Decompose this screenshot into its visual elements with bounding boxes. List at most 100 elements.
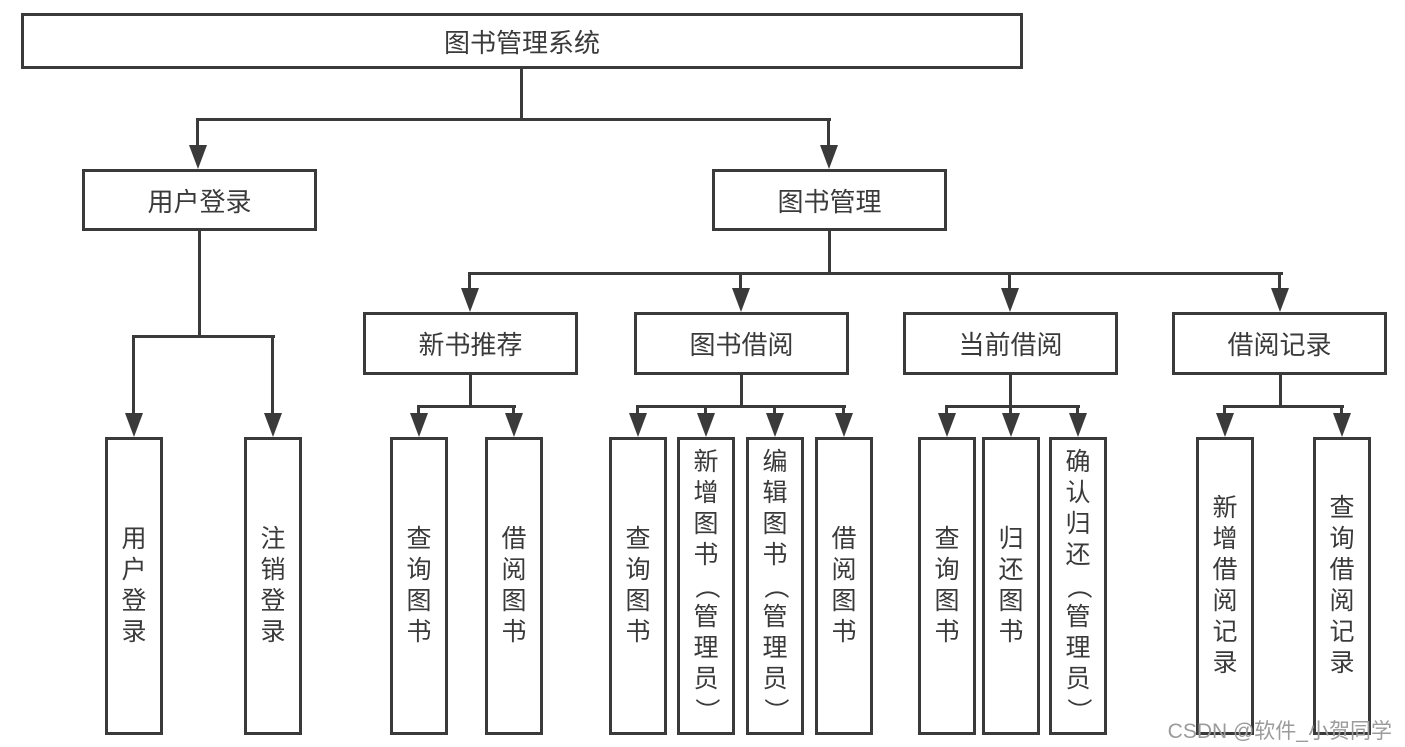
vertical-char: 书 — [406, 618, 432, 646]
vertical-char: 登 — [121, 587, 147, 615]
node-book-borrow-label: 图书借阅 — [689, 330, 794, 360]
stem-book-management — [828, 231, 831, 272]
node-current-borrow-label: 当前借阅 — [958, 330, 1063, 360]
rail-borrow-children — [636, 405, 846, 408]
leaf-query-books-current: 查询图书 — [918, 437, 976, 735]
rail-user-login-children — [132, 335, 275, 338]
stem-root — [520, 69, 523, 118]
arrow-to-book-borrow — [732, 272, 750, 312]
vertical-char: 查 — [934, 525, 960, 553]
node-new-book-recommend-label: 新书推荐 — [418, 330, 523, 360]
vertical-char: 图 — [501, 587, 527, 615]
vertical-char: 归 — [1065, 509, 1091, 538]
vertical-char: 阅 — [831, 556, 857, 584]
vertical-char: （ — [692, 573, 721, 599]
arrow-to-leaf-query-borrow-record — [1333, 405, 1351, 437]
rail-level2 — [196, 118, 831, 121]
node-book-management-label: 图书管理 — [777, 186, 882, 217]
leaf-query-books-recommend: 查询图书 — [390, 437, 448, 735]
vertical-char: 员 — [1065, 664, 1091, 693]
leaf-borrow-books-recommend: 借阅图书 — [485, 437, 543, 735]
rail-records-children — [1223, 405, 1344, 408]
arrow-to-book-management — [820, 118, 838, 169]
leaf-confirm-return-admin: 确认归还（管理员） — [1049, 437, 1107, 735]
vertical-char: 询 — [1329, 525, 1355, 553]
vertical-char: 新 — [693, 447, 719, 476]
node-user-login: 用户登录 — [82, 169, 317, 231]
node-book-management: 图书管理 — [712, 169, 947, 231]
arrow-to-leaf-add-book-admin — [697, 405, 715, 437]
vertical-char: 用 — [121, 525, 147, 553]
vertical-char: 注 — [260, 525, 286, 553]
vertical-char: 管 — [693, 602, 719, 631]
vertical-char: （ — [1064, 573, 1093, 599]
vertical-char: 借 — [1329, 556, 1355, 584]
arrow-to-leaf-add-borrow-record — [1216, 405, 1234, 437]
leaf-return-book: 归还图书 — [982, 437, 1040, 735]
leaf-query-borrow-record: 查询借阅记录 — [1313, 437, 1371, 735]
vertical-char: 录 — [260, 618, 286, 646]
vertical-char: 图 — [406, 587, 432, 615]
vertical-char: 图 — [762, 509, 788, 538]
vertical-char: 查 — [406, 525, 432, 553]
vertical-char: 图 — [693, 509, 719, 538]
node-library-system: 图书管理系统 — [21, 13, 1023, 69]
vertical-char: 记 — [1329, 618, 1355, 646]
leaf-edit-book-admin: 编辑图书（管理员） — [746, 437, 804, 735]
vertical-char: 书 — [501, 618, 527, 646]
vertical-char: 阅 — [1329, 587, 1355, 615]
arrow-to-leaf-query-books-current — [938, 405, 956, 437]
vertical-char: 录 — [1212, 649, 1238, 677]
vertical-char: 新 — [1212, 494, 1238, 522]
vertical-char: 阅 — [1212, 587, 1238, 615]
stem-new-book-recommend — [469, 375, 472, 405]
vertical-char: 理 — [1065, 633, 1091, 662]
leaf-add-book-admin: 新增图书（管理员） — [677, 437, 735, 735]
vertical-char: 借 — [1212, 556, 1238, 584]
stem-book-borrow — [740, 375, 743, 405]
vertical-char: ） — [761, 697, 790, 723]
node-borrow-records: 借阅记录 — [1172, 312, 1387, 375]
vertical-char: 销 — [260, 556, 286, 584]
vertical-char: 员 — [693, 664, 719, 693]
vertical-char: 登 — [260, 587, 286, 615]
vertical-char: 图 — [998, 587, 1024, 615]
arrow-to-leaf-user-login — [125, 335, 143, 437]
node-user-login-label: 用户登录 — [147, 186, 252, 217]
vertical-char: 书 — [831, 618, 857, 646]
node-current-borrow: 当前借阅 — [903, 312, 1118, 375]
vertical-char: 阅 — [501, 556, 527, 584]
arrow-to-current-borrow — [1001, 272, 1019, 312]
arrow-to-leaf-confirm-return-admin — [1069, 405, 1087, 437]
vertical-char: 借 — [501, 525, 527, 553]
stem-borrow-records — [1279, 375, 1282, 405]
vertical-char: 还 — [1065, 540, 1091, 569]
vertical-char: 借 — [831, 525, 857, 553]
leaf-logout: 注销登录 — [244, 437, 302, 735]
vertical-char: 查 — [1329, 494, 1355, 522]
leaf-query-books-borrow: 查询图书 — [609, 437, 667, 735]
stem-current-borrow — [1009, 375, 1012, 405]
vertical-char: 图 — [625, 587, 651, 615]
leaf-borrow-books-borrow: 借阅图书 — [815, 437, 873, 735]
vertical-char: 户 — [121, 556, 147, 584]
vertical-char: 书 — [762, 540, 788, 569]
vertical-char: 员 — [762, 664, 788, 693]
arrow-to-leaf-borrow-books-borrow — [835, 405, 853, 437]
stem-user-login — [198, 230, 201, 335]
arrow-to-leaf-edit-book-admin — [766, 405, 784, 437]
vertical-char: 录 — [1329, 649, 1355, 677]
arrow-to-new-book-recommend — [461, 272, 479, 312]
node-book-borrow: 图书借阅 — [634, 312, 849, 375]
vertical-char: 图 — [831, 587, 857, 615]
vertical-char: 增 — [693, 478, 719, 507]
leaf-user-login: 用户登录 — [105, 437, 163, 735]
node-new-book-recommend: 新书推荐 — [363, 312, 578, 375]
vertical-char: 管 — [762, 602, 788, 631]
vertical-char: 归 — [998, 525, 1024, 553]
vertical-char: 认 — [1065, 478, 1091, 507]
rail-level3 — [468, 272, 1283, 275]
rail-current-children — [945, 405, 1080, 408]
vertical-char: 录 — [121, 618, 147, 646]
